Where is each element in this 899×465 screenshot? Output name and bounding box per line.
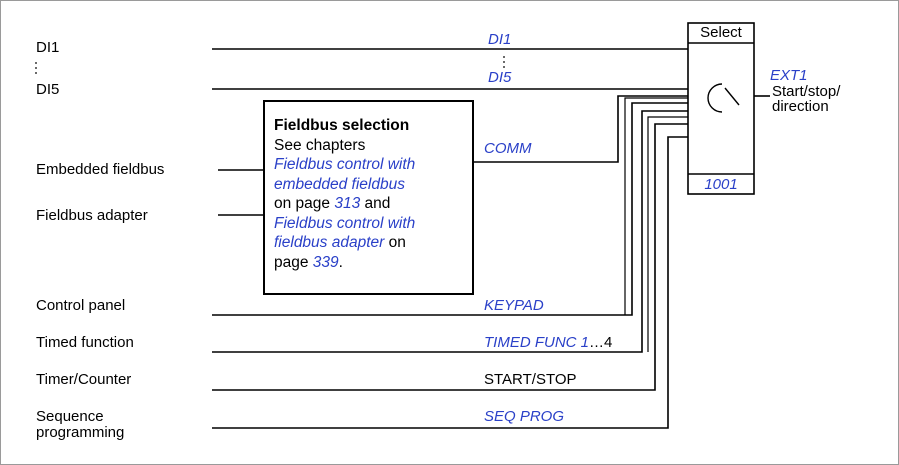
note-page2-link[interactable]: 339 — [312, 253, 339, 271]
note-link-adapter-a[interactable]: Fieldbus control with — [274, 214, 416, 232]
fieldbus-selection-note: Fieldbus selection See chapters Fieldbus… — [263, 100, 474, 295]
keypad-return-line — [624, 97, 688, 315]
note-period-text: . — [338, 253, 343, 271]
note-on-page-text: on page — [274, 195, 335, 212]
input-label-sequence-programming-2: programming — [36, 424, 125, 441]
input-label-di5: DI5 — [36, 81, 60, 98]
note-title: Fieldbus selection — [274, 117, 410, 134]
seq-prog-line — [212, 136, 688, 429]
switch-arc-icon — [707, 83, 723, 113]
note-link-adapter-b[interactable]: fieldbus adapter — [274, 234, 385, 251]
note-page1-link[interactable]: 313 — [334, 195, 361, 212]
timed-func-line — [212, 110, 688, 353]
input-label-fieldbus-adapter: Fieldbus adapter — [36, 207, 148, 224]
output-desc-2: direction — [772, 98, 829, 115]
note-page1-line: on page 313 and — [274, 194, 466, 214]
input-label-sequence-programming-1: Sequence — [36, 408, 104, 425]
signal-di1: DI1 — [488, 31, 512, 48]
note-adapter-line: fieldbus adapter on — [274, 233, 466, 253]
signal-di5: DI5 — [488, 69, 512, 86]
signal-timed-func-name: TIMED FUNC 1 — [484, 334, 589, 351]
selector-box — [687, 22, 755, 195]
timed-func-return-line — [647, 116, 688, 352]
note-link-embedded-a[interactable]: Fieldbus control with — [274, 156, 416, 173]
start-stop-line — [212, 123, 688, 391]
output-name: EXT1 — [770, 67, 808, 84]
input-label-embedded-fieldbus: Embedded fieldbus — [36, 161, 165, 178]
signal-timed-func-suffix: …4 — [589, 334, 613, 351]
signal-seq-prog: SEQ PROG — [484, 408, 565, 425]
keypad-line — [212, 102, 688, 316]
input-label-timer-counter: Timer/Counter — [36, 371, 132, 388]
signal-keypad: KEYPAD — [484, 297, 544, 314]
note-line1: See chapters — [274, 136, 366, 154]
note-page-text: page — [274, 253, 313, 271]
switch-lever-icon — [724, 87, 740, 106]
signal-timed-func: TIMED FUNC 1…4 — [484, 334, 612, 351]
output-desc-1: Start/stop/ — [772, 83, 841, 100]
note-and-text: and — [360, 195, 391, 212]
selector-parameter: 1001 — [704, 176, 738, 193]
note-link-embedded-b[interactable]: embedded fieldbus — [274, 175, 405, 193]
input-label-timed-function: Timed function — [36, 334, 134, 351]
input-label-control-panel: Control panel — [36, 297, 126, 314]
signal-start-stop: START/STOP — [484, 371, 577, 388]
comm-line — [474, 95, 688, 163]
note-page2-line: page 339. — [274, 253, 466, 273]
note-on-text: on — [384, 234, 406, 251]
signal-comm: COMM — [484, 140, 532, 157]
selector-header: Select — [700, 24, 742, 41]
input-label-di1: DI1 — [36, 39, 60, 56]
